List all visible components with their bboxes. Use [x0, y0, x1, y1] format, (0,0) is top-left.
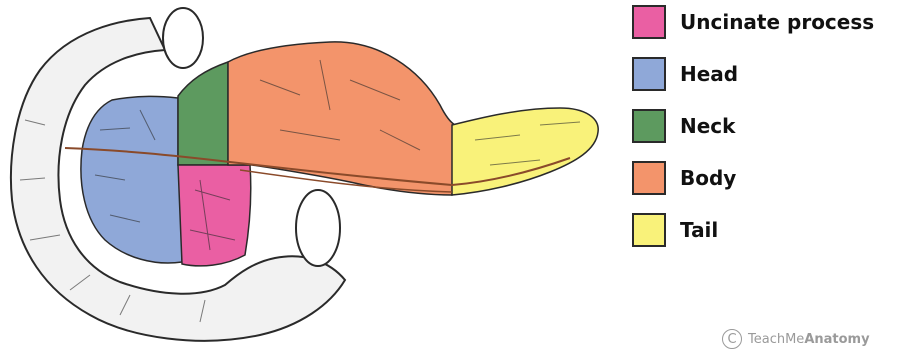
legend-item-uncinate: Uncinate process — [632, 2, 874, 42]
swatch-head — [632, 57, 666, 91]
swatch-body — [632, 161, 666, 195]
legend-item-tail: Tail — [632, 210, 718, 250]
legend-label-head: Head — [680, 62, 738, 86]
legend-item-body: Body — [632, 158, 736, 198]
pancreas-diagram — [0, 0, 610, 354]
legend-label-tail: Tail — [680, 218, 718, 242]
legend-item-head: Head — [632, 54, 738, 94]
watermark-brand-bold: Anatomy — [804, 332, 869, 347]
region-neck — [178, 62, 228, 165]
legend-label-neck: Neck — [680, 114, 735, 138]
copyright-icon: C — [722, 329, 742, 349]
watermark-brand-light: TeachMe — [748, 332, 804, 347]
swatch-tail — [632, 213, 666, 247]
swatch-neck — [632, 109, 666, 143]
legend-item-neck: Neck — [632, 106, 735, 146]
region-uncinate — [178, 165, 251, 266]
region-head — [81, 96, 182, 263]
duodenum-upper-opening — [163, 8, 203, 68]
region-body — [228, 42, 455, 195]
duodenum-lower-opening — [296, 190, 340, 266]
legend-label-body: Body — [680, 166, 736, 190]
swatch-uncinate — [632, 5, 666, 39]
legend-label-uncinate: Uncinate process — [680, 10, 874, 34]
